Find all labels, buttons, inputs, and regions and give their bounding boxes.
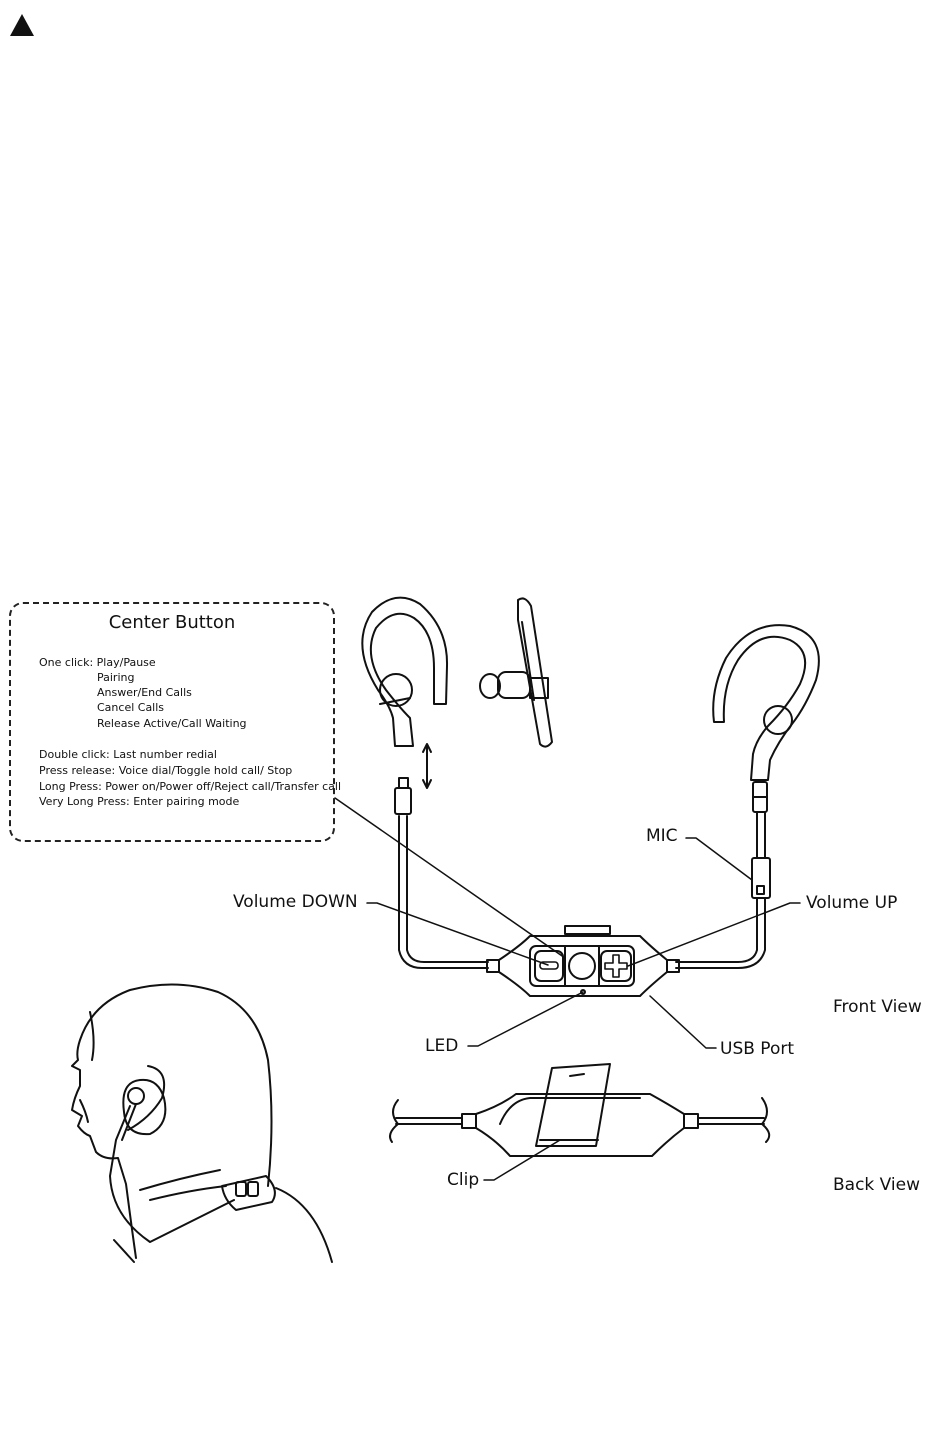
info-line: Press release: Voice dial/Toggle hold ca… bbox=[39, 764, 293, 777]
center-button-info-box: Center Button One click: Play/Pause Pair… bbox=[9, 602, 341, 842]
usb-port-label: USB Port bbox=[720, 1039, 795, 1059]
left-earhook bbox=[361, 596, 449, 747]
control-unit bbox=[498, 925, 668, 997]
info-line: Double click: Last number redial bbox=[39, 748, 217, 761]
volume-down-label: Volume DOWN bbox=[233, 892, 358, 912]
warning-triangle-icon bbox=[10, 14, 34, 36]
info-line: Cancel Calls bbox=[97, 701, 165, 714]
middle-earbud bbox=[479, 597, 553, 748]
back-view-unit bbox=[389, 1093, 771, 1157]
plus-icon bbox=[604, 954, 628, 978]
back-view-label: Back View bbox=[833, 1175, 921, 1195]
minus-icon bbox=[539, 961, 559, 970]
info-line: Long Press: Power on/Power off/Reject ca… bbox=[39, 780, 342, 793]
center-button-title: Center Button bbox=[108, 612, 236, 633]
right-earhook bbox=[712, 624, 820, 781]
led-label: LED bbox=[425, 1036, 459, 1056]
clip-label: Clip bbox=[447, 1170, 480, 1190]
info-line: Release Active/Call Waiting bbox=[97, 717, 247, 730]
adjust-arrow-icon bbox=[422, 743, 432, 789]
leader-lines bbox=[334, 797, 801, 1181]
info-line: One click: Play/Pause bbox=[39, 656, 156, 669]
info-line: Pairing bbox=[97, 671, 135, 684]
info-line: Answer/End Calls bbox=[97, 686, 192, 699]
right-cable bbox=[666, 781, 771, 973]
left-cable bbox=[394, 777, 500, 973]
head-illustration bbox=[71, 983, 333, 1263]
mic-label: MIC bbox=[646, 826, 678, 846]
clip bbox=[535, 1063, 611, 1147]
volume-up-label: Volume UP bbox=[806, 893, 898, 913]
front-view-label: Front View bbox=[833, 997, 922, 1017]
info-line: Very Long Press: Enter pairing mode bbox=[39, 795, 240, 808]
